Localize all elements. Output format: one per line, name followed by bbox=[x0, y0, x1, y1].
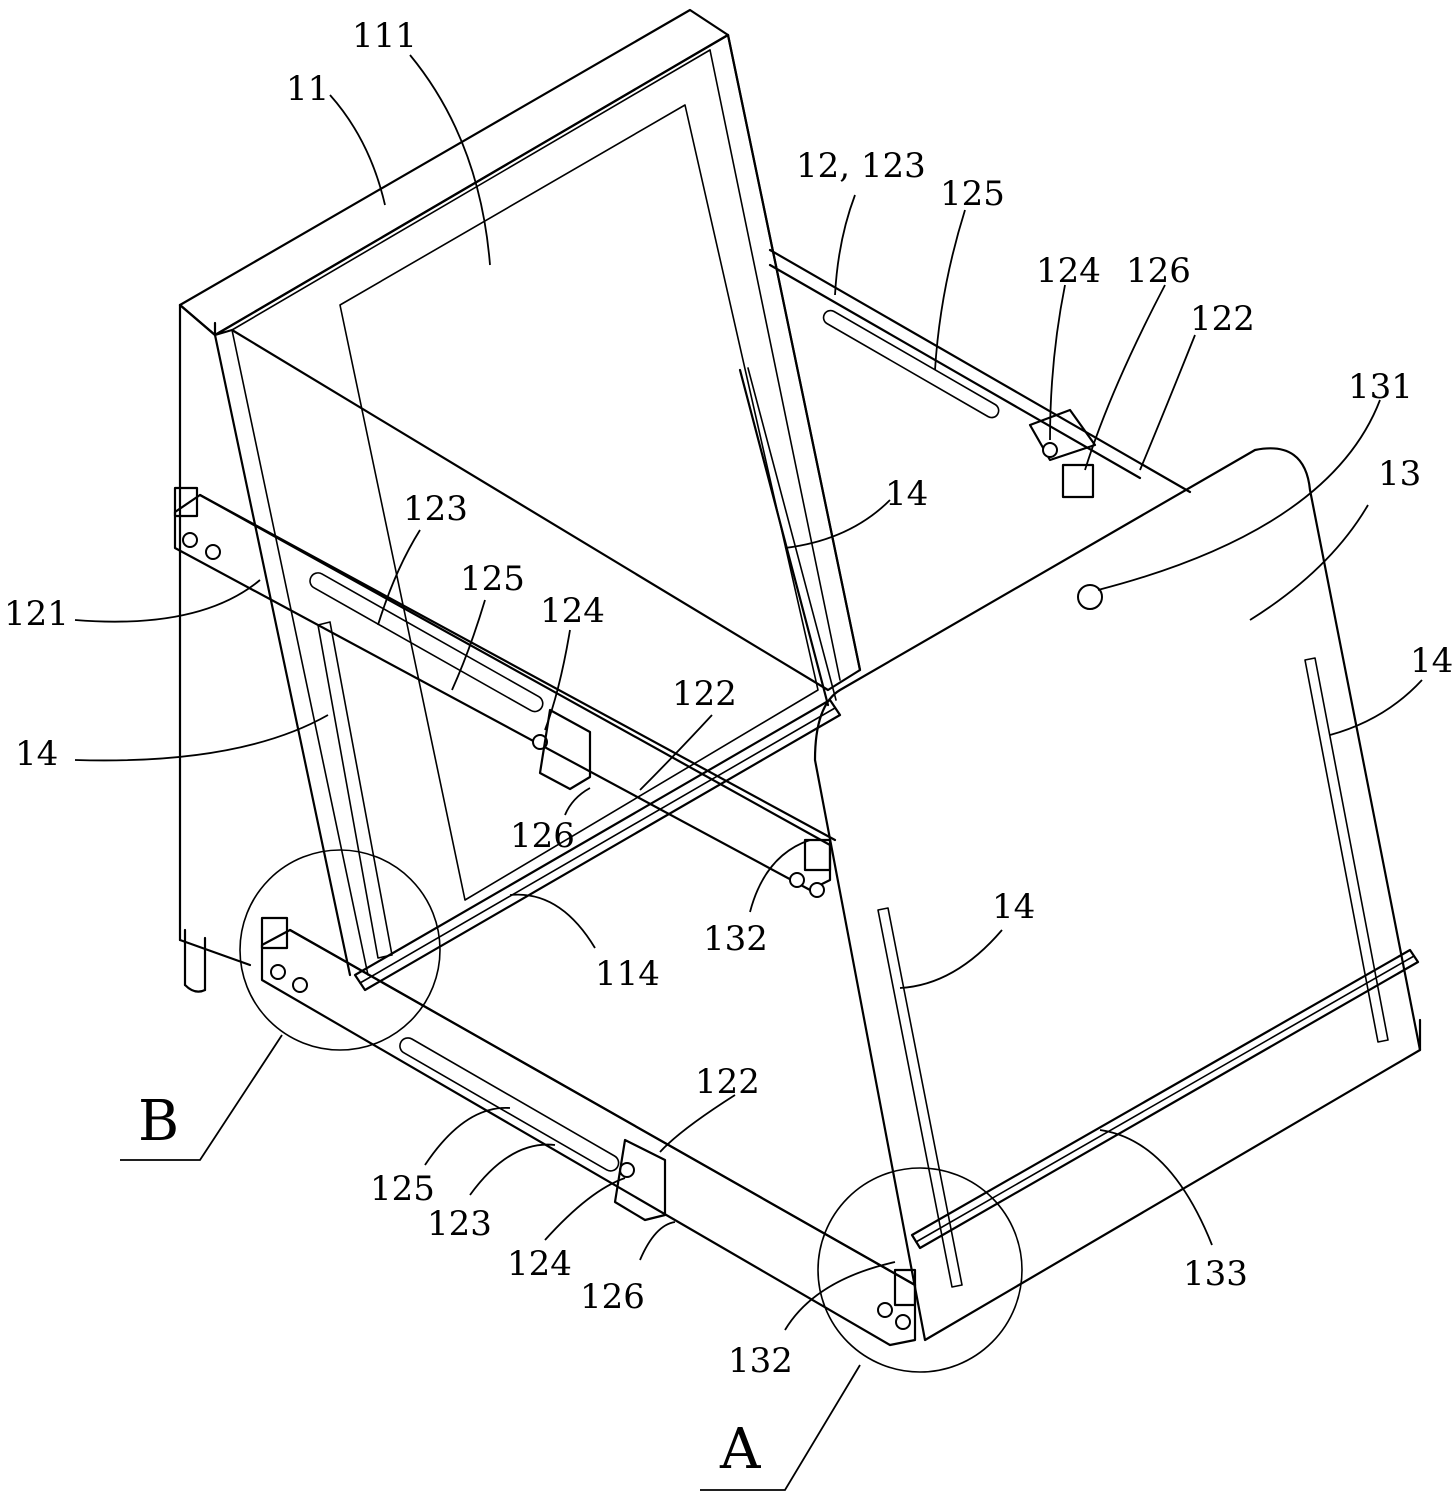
label-126-mid: 126 bbox=[510, 816, 575, 856]
label-14-left: 14 bbox=[15, 734, 58, 774]
label-b: B bbox=[138, 1089, 179, 1154]
label-122-low: 122 bbox=[695, 1062, 760, 1102]
label-122-mid: 122 bbox=[672, 674, 737, 714]
front-bottom-rail bbox=[912, 950, 1420, 1248]
label-131: 131 bbox=[1348, 367, 1413, 407]
label-114: 114 bbox=[595, 954, 660, 994]
label-123-low: 123 bbox=[427, 1204, 492, 1244]
label-126-low: 126 bbox=[580, 1277, 645, 1317]
label-123-left: 123 bbox=[403, 489, 468, 529]
label-121: 121 bbox=[4, 594, 69, 634]
label-133: 133 bbox=[1183, 1254, 1248, 1294]
label-125-top: 125 bbox=[940, 174, 1005, 214]
label-12-123: 12, 123 bbox=[796, 146, 926, 186]
label-124-left: 124 bbox=[540, 591, 605, 631]
label-13: 13 bbox=[1378, 454, 1421, 494]
label-126-top: 126 bbox=[1126, 251, 1191, 291]
part-labels: 11 111 12, 123 125 124 126 122 131 13 14… bbox=[4, 16, 1453, 1482]
label-11: 11 bbox=[286, 69, 329, 109]
label-125-left: 125 bbox=[460, 559, 525, 599]
label-132-low: 132 bbox=[728, 1341, 793, 1381]
label-124-top: 124 bbox=[1036, 251, 1101, 291]
label-14-lower: 14 bbox=[992, 887, 1035, 927]
label-14-right: 14 bbox=[1410, 641, 1453, 681]
label-a: A bbox=[719, 1417, 761, 1482]
label-14-center: 14 bbox=[885, 474, 928, 514]
label-111: 111 bbox=[352, 16, 417, 56]
label-125-low: 125 bbox=[370, 1169, 435, 1209]
label-122-top: 122 bbox=[1190, 299, 1255, 339]
detail-circle-b bbox=[240, 850, 440, 1050]
front-panel bbox=[740, 368, 1420, 1340]
label-124-low: 124 bbox=[507, 1244, 572, 1284]
label-132-mid: 132 bbox=[703, 919, 768, 959]
